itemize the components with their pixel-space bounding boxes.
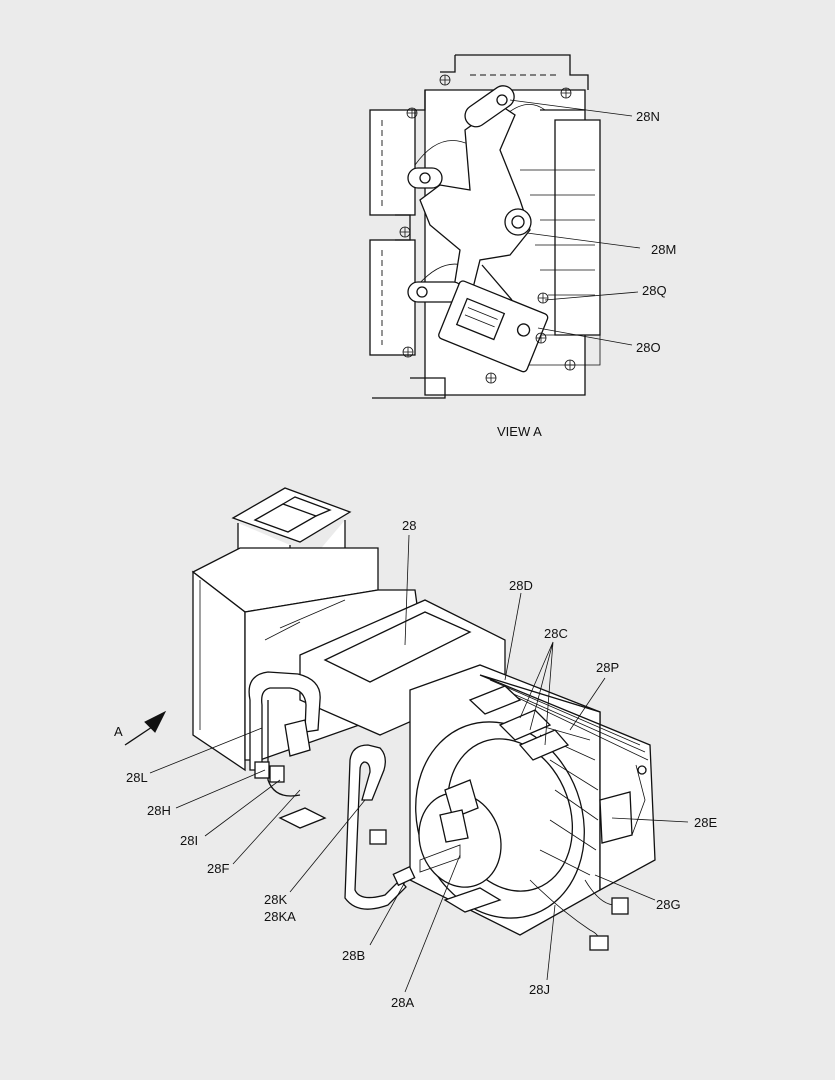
callout-28O: 28O [636, 340, 661, 355]
callout-28A: 28A [391, 995, 414, 1010]
callout-28Q: 28Q [642, 283, 667, 298]
callout-28D: 28D [509, 578, 533, 593]
callout-28KA: 28KA [264, 909, 296, 924]
callout-28L: 28L [126, 770, 148, 785]
view-a-detail [369, 54, 641, 399]
heater-blower-assembly [124, 487, 689, 993]
callout-28E: 28E [694, 815, 717, 830]
callout-28I: 28I [180, 833, 198, 848]
callout-28: 28 [402, 518, 416, 533]
callout-28P: 28P [596, 660, 619, 675]
view-arrow-label: A [114, 724, 123, 739]
callout-28K: 28K [264, 892, 287, 907]
callout-28H: 28H [147, 803, 171, 818]
callout-28C: 28C [544, 626, 568, 641]
callout-28M: 28M [651, 242, 676, 257]
callout-28J: 28J [529, 982, 550, 997]
view-a-title: VIEW A [497, 424, 542, 439]
callout-28N: 28N [636, 109, 660, 124]
callout-28B: 28B [342, 948, 365, 963]
callout-28G: 28G [656, 897, 681, 912]
callout-28F: 28F [207, 861, 229, 876]
